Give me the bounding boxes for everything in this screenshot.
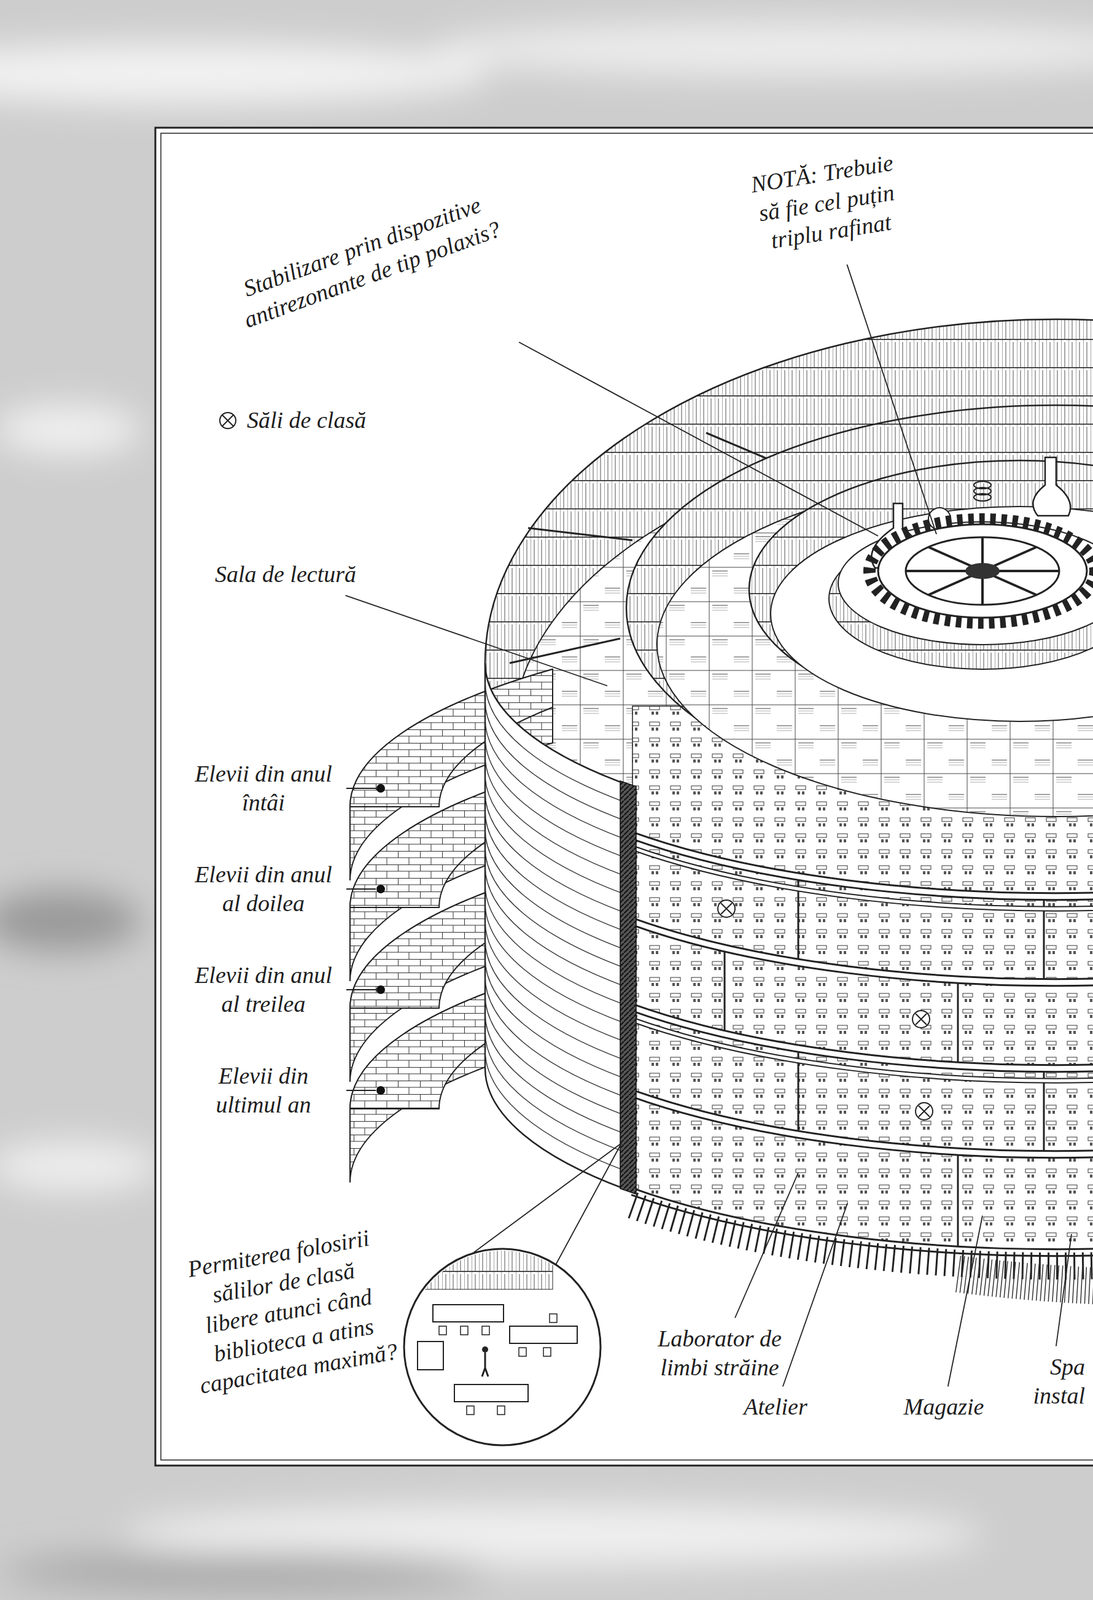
cloud	[0, 1553, 492, 1591]
machine-platform	[838, 521, 1093, 645]
classroom-marker-x	[918, 1105, 930, 1117]
cut-face	[620, 781, 637, 1195]
cloud	[0, 890, 142, 952]
callout-label: Permiterea folosirii sălilor de clasă li…	[176, 1221, 401, 1401]
gear	[878, 524, 1087, 618]
leader-line	[346, 888, 376, 890]
leader-dot	[376, 884, 386, 894]
leader-line	[1056, 1234, 1072, 1347]
cloud	[0, 42, 492, 105]
inset-sofa	[417, 1341, 444, 1370]
gear-hub	[965, 563, 1000, 580]
coil-turn	[973, 493, 992, 502]
callout-label: NOTĂ: Trebuie să fie cel puțin triplu ra…	[739, 146, 913, 259]
classroom-marker	[915, 1102, 933, 1121]
leader-line	[345, 595, 608, 686]
leader-line	[948, 1215, 983, 1387]
leader-line	[346, 1089, 376, 1092]
inset-shelves	[392, 1246, 553, 1290]
foundation-spikes	[632, 1205, 1093, 1267]
floor-slabs	[632, 835, 1093, 1253]
floor-slab-fill	[632, 835, 1093, 1253]
leader-line	[782, 1203, 848, 1387]
cut-floors	[632, 835, 1093, 1253]
flask	[1032, 457, 1071, 516]
classroom-markers	[717, 900, 933, 1121]
classroom-marker	[912, 1010, 930, 1028]
label-dots	[376, 784, 386, 1095]
callout-label: Stabilizare prin dispozitive antirezonan…	[221, 183, 513, 338]
detail-inset	[392, 1143, 622, 1446]
leader-line	[846, 264, 937, 535]
cloud	[0, 1142, 160, 1192]
inset-chairs	[439, 1314, 557, 1415]
leader-dot	[376, 985, 386, 995]
coil	[973, 481, 992, 502]
leader-dot	[376, 1086, 386, 1095]
inset-table	[509, 1326, 578, 1344]
leader-dot	[376, 784, 386, 793]
outer-shell	[485, 663, 633, 1192]
legend-text: Săli de clasă	[246, 405, 366, 436]
cloud	[429, 21, 1093, 77]
classroom-marker	[717, 900, 736, 918]
inset-person	[482, 1346, 489, 1353]
classroom-marker-x	[915, 1013, 927, 1025]
leader-line	[735, 1172, 799, 1319]
callout-label: Spa instal	[1017, 1352, 1086, 1412]
gear-spokes	[905, 537, 1060, 605]
cloud	[0, 405, 142, 455]
gear-teeth	[869, 519, 1093, 623]
legend-swatch-x	[222, 415, 234, 427]
inset-content	[392, 1246, 578, 1415]
inset-person	[482, 1352, 489, 1377]
callout-label: Elevii din anul întâi	[186, 759, 341, 818]
leader-line	[518, 342, 879, 537]
gear-ring	[905, 537, 1060, 605]
legend-symbol	[219, 412, 236, 429]
callout-label: Magazie	[882, 1392, 1006, 1423]
leader-line	[346, 989, 376, 991]
callout-label: Elevii din ultimul an	[186, 1061, 341, 1121]
callout-label: Laborator de limbi străine	[642, 1324, 797, 1383]
inset-table	[454, 1384, 529, 1402]
leader-line	[346, 787, 376, 790]
callout-label: Elevii din anul al treilea	[186, 960, 341, 1020]
inset-table	[432, 1304, 504, 1323]
cutaway-drawing	[350, 319, 1093, 1287]
foundation-roots	[957, 1274, 1093, 1287]
callout-label: Sala de lectură	[196, 560, 375, 590]
callout-label: Atelier	[714, 1392, 837, 1423]
shell-ribs	[485, 681, 633, 1174]
legend-swatch	[219, 412, 236, 429]
inner-floor	[770, 506, 1093, 722]
classroom-marker-x	[720, 903, 732, 915]
callout-label: Elevii din anul al doilea	[186, 860, 341, 919]
